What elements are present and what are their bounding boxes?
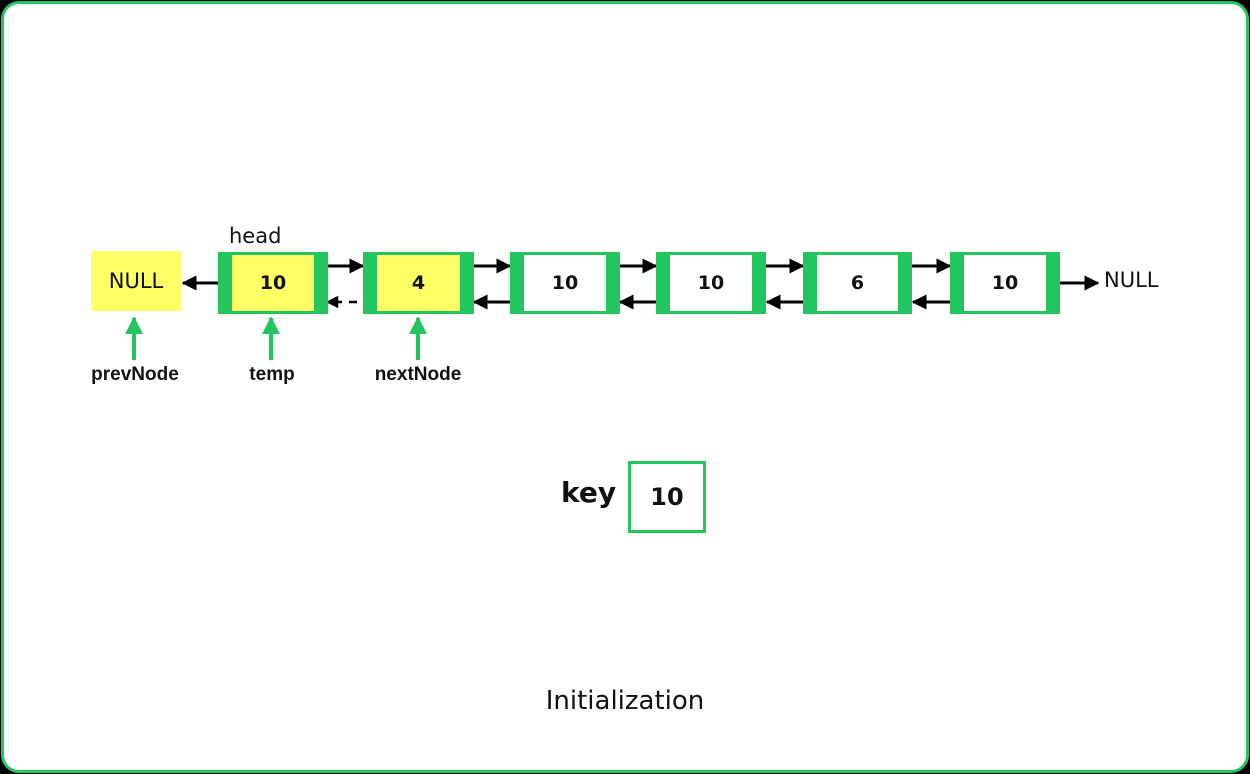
head-label: head xyxy=(229,224,282,248)
list-node: 10 xyxy=(510,252,620,314)
list-node: 10 xyxy=(218,252,328,314)
temp-label: temp xyxy=(249,364,295,385)
node-value: 4 xyxy=(377,255,460,311)
key-label: key xyxy=(561,476,617,509)
node-value: 10 xyxy=(524,255,606,311)
step-caption: Initialization xyxy=(545,686,705,716)
list-node: 10 xyxy=(950,252,1060,314)
null-left: NULL xyxy=(91,251,181,311)
null-right: NULL xyxy=(1104,268,1159,292)
list-node: 4 xyxy=(363,252,474,314)
list-node: 6 xyxy=(803,252,912,314)
node-value: 10 xyxy=(670,255,752,311)
list-node: 10 xyxy=(656,252,766,314)
key-value-box: 10 xyxy=(628,461,706,533)
node-value: 6 xyxy=(817,255,898,311)
next-node-label: nextNode xyxy=(374,364,462,385)
node-value: 10 xyxy=(964,255,1046,311)
prev-node-label: prevNode xyxy=(91,364,179,385)
node-value: 10 xyxy=(232,255,314,311)
